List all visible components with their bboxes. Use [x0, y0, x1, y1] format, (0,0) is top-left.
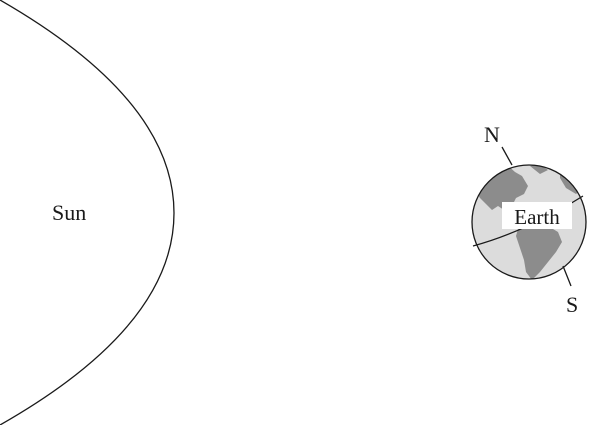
south-axis-tick	[563, 266, 571, 286]
earth-label: Earth	[514, 205, 560, 229]
sun-label: Sun	[52, 200, 86, 225]
north-axis-tick	[502, 147, 512, 165]
south-pole-label: S	[566, 292, 578, 317]
sun-outline	[0, 0, 174, 425]
north-pole-label: N	[484, 122, 500, 147]
